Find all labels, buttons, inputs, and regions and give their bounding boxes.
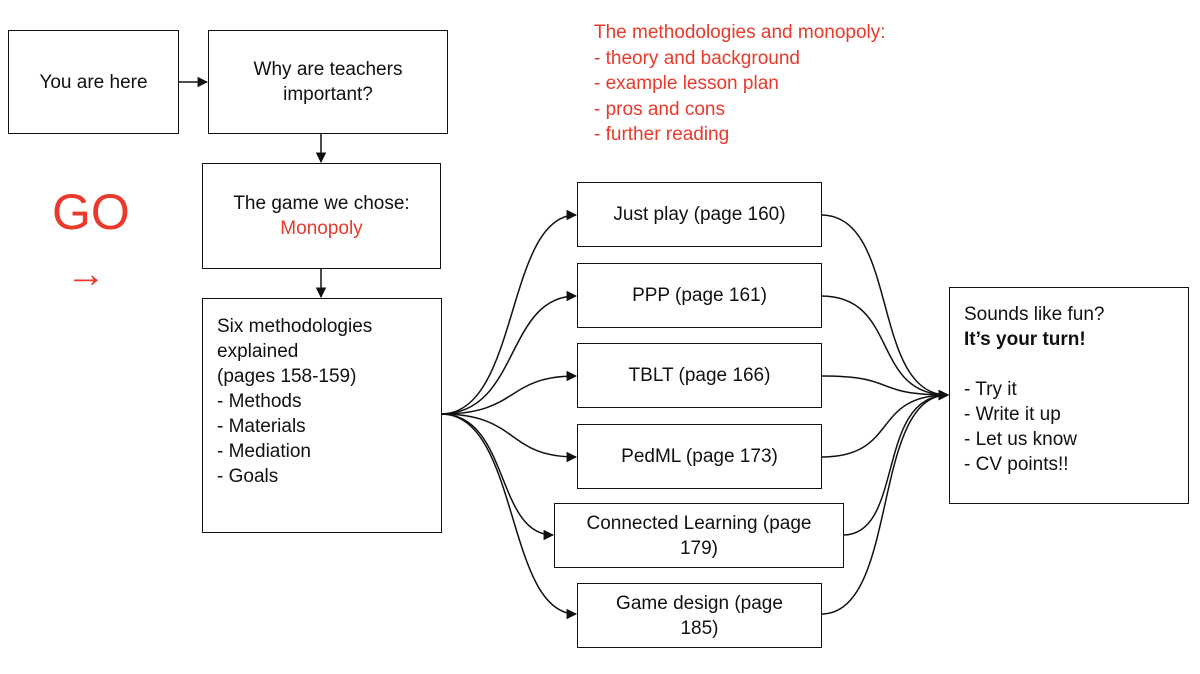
your-turn-item-tell: - Let us know <box>964 429 1077 450</box>
go-arrow-icon: → <box>66 252 106 296</box>
your-turn-item-write: - Write it up <box>964 404 1061 425</box>
note-item-theory: - theory and background <box>594 47 800 69</box>
note-item-reading: - further reading <box>594 124 730 145</box>
you-are-here-label: You are here <box>39 71 148 93</box>
game-chose-box: The game we chose: Monopoly <box>202 163 441 269</box>
six-methodologies-line-2: explained <box>217 341 299 362</box>
method-box-ppp: PPP (page 161) <box>577 263 822 328</box>
arrow-tblt-to-fun <box>820 375 950 401</box>
arrow-pedml-to-fun <box>820 389 950 458</box>
your-turn-spacer <box>964 352 1174 377</box>
you-are-here-box: You are here <box>8 30 179 134</box>
arrow-six-to-pedml <box>440 413 578 463</box>
arrow-six-to-tblt <box>440 370 578 415</box>
why-teachers-line-2: important? <box>283 84 373 105</box>
six-methodologies-item-materials: - Materials <box>217 416 306 437</box>
your-turn-box: Sounds like fun? It’s your turn! - Try i… <box>949 287 1189 504</box>
arrow-six-to-ppp <box>440 290 578 415</box>
why-teachers-line-1: Why are teachers <box>253 59 403 80</box>
arrow-six-to-connected <box>440 413 555 541</box>
method-box-connected-learning: Connected Learning (page 179) <box>554 503 844 568</box>
your-turn-heading: It’s your turn! <box>964 329 1086 350</box>
note-item-lesson-plan: - example lesson plan <box>594 73 779 94</box>
method-label: PedML (page 173) <box>621 446 778 467</box>
your-turn-question: Sounds like fun? <box>964 304 1105 325</box>
your-turn-item-try: - Try it <box>964 379 1017 400</box>
method-label: PPP (page 161) <box>632 285 767 306</box>
method-box-tblt: TBLT (page 166) <box>577 343 822 408</box>
six-methodologies-item-mediation: - Mediation <box>217 441 311 462</box>
arrow-gamedesign-to-fun <box>820 389 950 615</box>
method-label-line-2: 179) <box>679 537 719 559</box>
method-label-line-1: Game design (page <box>616 592 783 614</box>
your-turn-item-cv: - CV points!! <box>964 454 1069 475</box>
six-methodologies-item-methods: - Methods <box>217 391 302 412</box>
method-label-line-2: 185) <box>680 617 719 639</box>
six-methodologies-line-3: (pages 158-159) <box>217 366 357 387</box>
method-label: TBLT (page 166) <box>628 365 771 386</box>
six-methodologies-item-goals: - Goals <box>217 466 279 487</box>
arrow-connected-to-fun <box>842 389 950 536</box>
method-box-just-play: Just play (page 160) <box>577 182 822 247</box>
method-box-game-design: Game design (page 185) <box>577 583 822 648</box>
method-box-pedml: PedML (page 173) <box>577 424 822 489</box>
arrow-six-to-justplay <box>440 209 578 415</box>
game-name: Monopoly <box>280 218 363 239</box>
six-methodologies-box: Six methodologies explained (pages 158-1… <box>202 298 442 533</box>
go-label: GO <box>52 184 130 240</box>
method-label-line-1: Connected Learning (page <box>586 512 812 534</box>
note-item-pros-cons: - pros and cons <box>594 98 725 120</box>
why-teachers-box: Why are teachers important? <box>208 30 448 134</box>
game-chose-label: The game we chose: <box>233 193 410 214</box>
method-label: Just play (page 160) <box>613 204 786 225</box>
methodology-note: The methodologies and monopoly: - theory… <box>594 20 886 148</box>
arrow-six-to-gamedesign <box>440 413 578 620</box>
arrow-justplay-to-fun <box>820 214 950 401</box>
note-heading: The methodologies and monopoly: <box>594 22 886 43</box>
arrow-ppp-to-fun <box>820 295 950 401</box>
six-methodologies-line-1: Six methodologies <box>217 316 373 337</box>
